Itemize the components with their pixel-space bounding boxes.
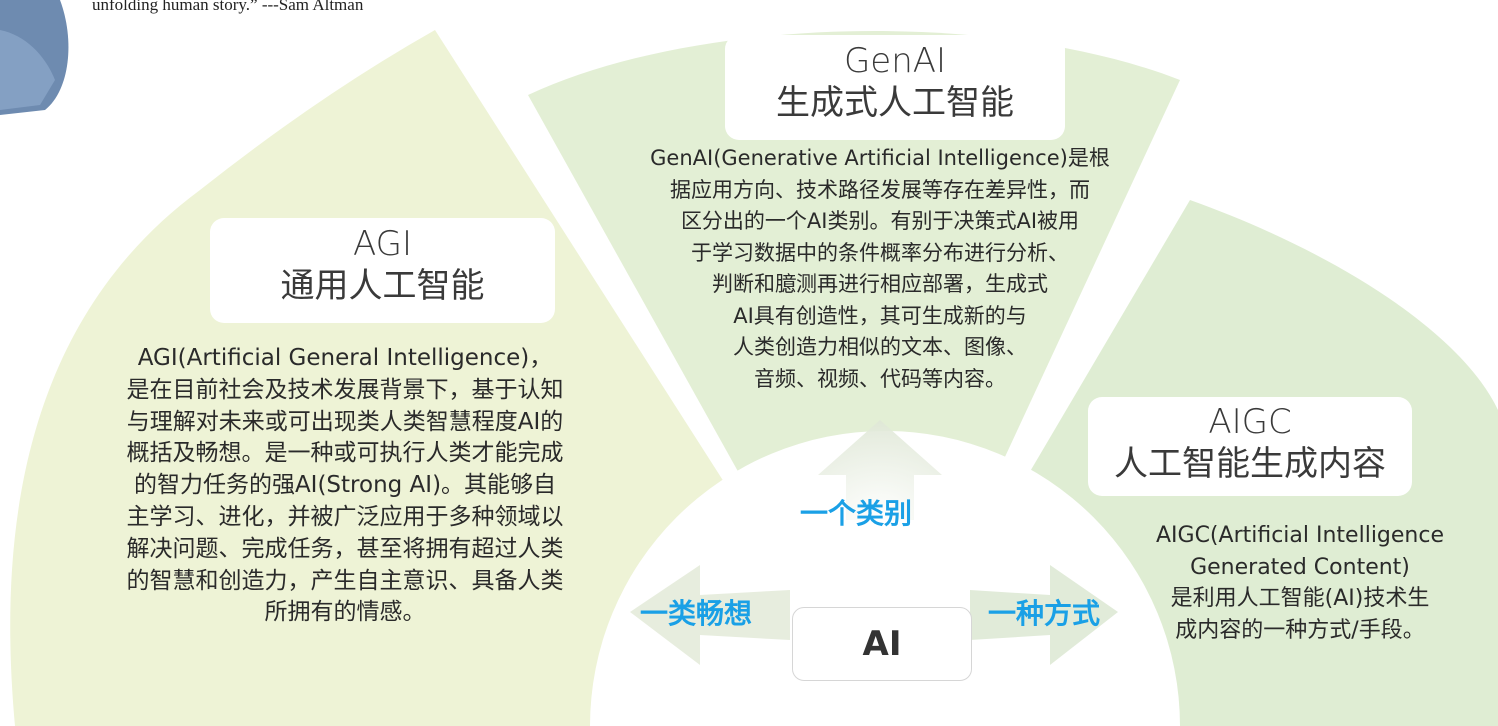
label-one-method: 一种方式 [988, 597, 1101, 630]
aigc-desc-line: 成内容的一种方式/手段。 [1175, 617, 1425, 643]
aigc-desc-line: Generated Content) [1190, 554, 1410, 580]
agi-desc-line: 的智慧和创造力，产生自主意识、具备人类 [126, 567, 564, 594]
arrow-up-icon [818, 420, 942, 520]
genai-desc-line: 音频、视频、代码等内容。 [754, 366, 1006, 391]
genai-desc-line: 判断和臆测再进行相应部署，生成式 [712, 272, 1048, 296]
genai-title-box: GenAI 生成式人工智能 [725, 35, 1065, 140]
agi-desc-line: 解决问题、完成任务，甚至将拥有超过人类 [126, 535, 564, 562]
genai-title-zh: 生成式人工智能 [776, 83, 1014, 123]
arrow-right-icon [970, 565, 1118, 665]
aigc-desc-line: AIGC(Artificial Intelligence [1155, 523, 1445, 548]
arrow-left-icon [630, 565, 790, 665]
quote-text: unfolding human story.” ---Sam Altman [92, 0, 364, 14]
agi-desc-line: 主学习、进化，并被广泛应用于多种领域以 [126, 503, 564, 530]
ai-center-node: AI [792, 607, 972, 681]
genai-desc-line: GenAI(Generative Artificial Intelligence… [650, 146, 1110, 170]
genai-desc-line: 区分出的一个AI类别。有别于决策式AI被用 [680, 209, 1080, 233]
agi-desc-line: 与理解对未来或可出现类人类智慧程度AI的 [126, 408, 564, 435]
agi-title-box: AGI 通用人工智能 [210, 218, 555, 323]
aigc-title-en: AIGC [1208, 402, 1292, 442]
agi-desc-line: 是在目前社会及技术发展背景下，基于认知 [126, 376, 564, 403]
agi-desc-line: 所拥有的情感。 [264, 599, 426, 626]
genai-desc-line: 据应用方向、技术路径发展等存在差异性，而 [670, 177, 1090, 202]
agi-title-en: AGI [352, 224, 413, 264]
center-semicircle [590, 431, 1180, 726]
aigc-desc-line: 是利用人工智能(AI)技术生 [1170, 586, 1430, 611]
genai-segment [528, 31, 1180, 726]
aigc-title-box: AIGC 人工智能生成内容 [1088, 397, 1412, 496]
genai-desc-line: AI具有创造性，其可生成新的与 [733, 303, 1027, 328]
aigc-description: AIGC(Artificial Intelligence Generated C… [1110, 520, 1490, 646]
genai-desc-line: 人类创造力相似的文本、图像、 [733, 335, 1027, 359]
label-one-category: 一个类别 [800, 497, 913, 530]
photo-fragment-highlight [0, 30, 55, 110]
genai-desc-line: 于学习数据中的条件概率分布进行分析、 [691, 240, 1069, 265]
aigc-title-zh: 人工智能生成内容 [1114, 444, 1386, 484]
genai-description: GenAI(Generative Artificial Intelligence… [560, 143, 1200, 395]
agi-description: AGI(Artificial General Intelligence)， 是在… [60, 343, 630, 629]
label-one-vision: 一类畅想 [640, 597, 753, 630]
agi-desc-line: 的智力任务的强AI(Strong AI)。其能够自 [133, 472, 557, 499]
agi-desc-line: 概括及畅想。是一种或可执行人类才能完成 [126, 440, 564, 467]
agi-title-zh: 通用人工智能 [280, 266, 485, 306]
genai-title-en: GenAI [843, 41, 947, 81]
agi-desc-line: AGI(Artificial General Intelligence)， [137, 345, 553, 371]
